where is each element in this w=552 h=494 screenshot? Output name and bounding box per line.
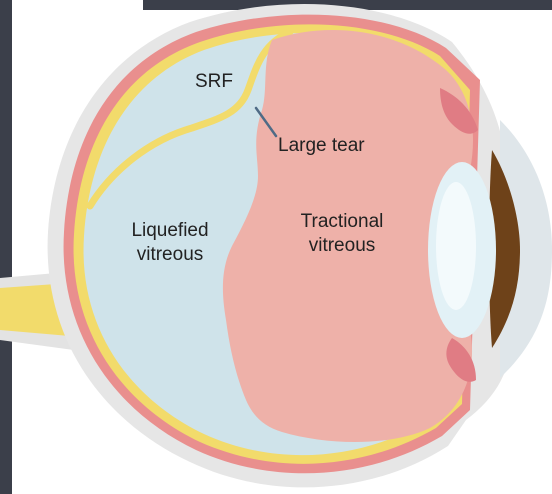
label-tractional-line1: Tractional (294, 210, 390, 234)
label-liquefied-line2: vitreous (122, 243, 218, 267)
label-tractional-line2: vitreous (294, 234, 390, 258)
label-large-tear: Large tear (278, 134, 365, 158)
label-liquefied-vitreous: Liquefied vitreous (122, 219, 218, 267)
lens-highlight (436, 182, 476, 310)
label-tractional-vitreous: Tractional vitreous (294, 210, 390, 258)
label-srf: SRF (195, 70, 233, 94)
label-liquefied-line1: Liquefied (122, 219, 218, 243)
